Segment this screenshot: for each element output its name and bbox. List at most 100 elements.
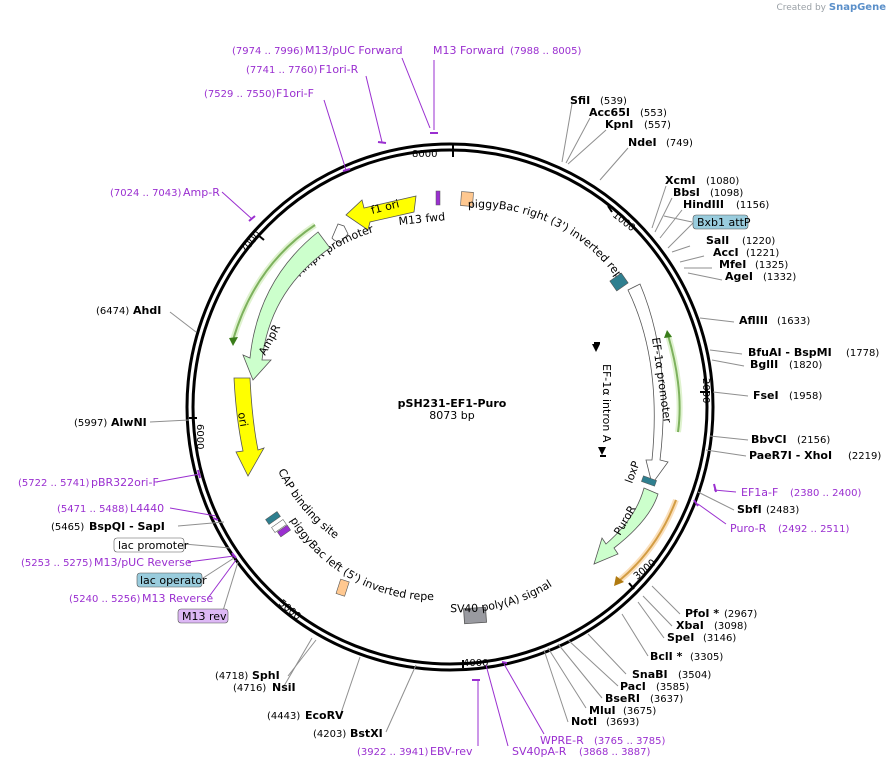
enzyme-bstxi: BstXI (350, 727, 383, 740)
enzyme-bseri: BseRI (605, 692, 640, 705)
enzyme-pfoi: PfoI * (685, 607, 719, 620)
svg-text:(2967): (2967) (724, 609, 757, 620)
primer-l4440: L4440 (130, 502, 164, 515)
pb-right-feature[interactable] (460, 191, 474, 207)
svg-text:(1332): (1332) (763, 272, 796, 283)
pb-left-feature[interactable] (335, 578, 350, 597)
svg-text:(2156): (2156) (797, 435, 830, 446)
svg-text:(4203): (4203) (313, 729, 346, 740)
svg-text:(1098): (1098) (710, 188, 743, 199)
tick-8000: 8000 (412, 149, 437, 160)
primer-puro-r: Puro-R (730, 522, 767, 535)
enzyme-ndei: NdeI (628, 136, 657, 149)
tick-5000: 5000 (276, 598, 303, 623)
ef1a-promoter-feature[interactable] (627, 283, 669, 485)
enzyme-sphi: SphI (252, 669, 280, 682)
primer-m13-puc-reverse: M13/pUC Reverse (94, 556, 192, 569)
f1-ori-feature[interactable] (345, 195, 417, 231)
svg-text:(5997): (5997) (74, 418, 107, 429)
svg-text:(3922 .. 3941): (3922 .. 3941) (357, 747, 429, 758)
svg-text:(3585): (3585) (656, 682, 689, 693)
enzyme-bbvci: BbvCI (751, 433, 787, 446)
ef1a-intron-end-mark (598, 447, 606, 455)
svg-text:(2483): (2483) (766, 505, 799, 516)
svg-text:(1958): (1958) (789, 391, 822, 402)
enzyme-paer7i-xhoi: PaeR7I - XhoI (749, 449, 832, 462)
plasmid-name: pSH231-EF1-Puro (398, 397, 507, 410)
primer-labels: (7974 .. 7996) M13/pUC Forward M13 Forwa… (18, 44, 862, 758)
svg-text:(2492 .. 2511): (2492 .. 2511) (778, 524, 850, 535)
ori-label: ori (235, 411, 250, 427)
svg-text:(1325): (1325) (755, 260, 788, 271)
enzyme-noti: NotI (571, 715, 597, 728)
primer-wpre-r: WPRE-R (540, 734, 584, 747)
svg-text:(5471 .. 5488): (5471 .. 5488) (57, 504, 129, 515)
ef1a-intron-start-mark (592, 344, 600, 352)
svg-text:(749): (749) (666, 138, 693, 149)
svg-text:(1156): (1156) (736, 200, 769, 211)
enzyme-afliii: AflIII (739, 314, 768, 327)
puror-feature[interactable] (593, 487, 659, 565)
enzyme-xbai: XbaI (676, 619, 704, 632)
ampr-promoter-feature[interactable] (331, 223, 349, 244)
svg-text:(2219): (2219) (848, 451, 881, 462)
enzyme-mfei: MfeI (719, 258, 746, 271)
backbone-inner (191, 148, 709, 666)
loxp-label: loxP (623, 459, 643, 485)
ampr-feature[interactable] (242, 231, 331, 381)
svg-text:(5722 .. 5741): (5722 .. 5741) (18, 478, 90, 489)
tick-1000: 1000 (610, 210, 637, 234)
svg-text:(553): (553) (640, 108, 667, 119)
svg-text:(1220): (1220) (742, 236, 775, 247)
lac-promoter-label: lac promoter (118, 539, 189, 552)
enzyme-bspqi-sapi: BspQI - SapI (89, 520, 165, 533)
enzyme-snabi: SnaBI (632, 668, 668, 681)
enzyme-ahdi: AhdI (133, 304, 161, 317)
ef1a-intron-label: EF-1α intron A (600, 364, 613, 443)
ori-feature[interactable] (233, 377, 265, 477)
enzyme-sbfi: SbfI (737, 503, 762, 516)
sv40-feature[interactable] (463, 606, 487, 625)
svg-text:(1080): (1080) (706, 176, 739, 187)
svg-text:(7741 .. 7760): (7741 .. 7760) (246, 65, 318, 76)
lac-region (265, 511, 291, 538)
primer-m13-forward: M13 Forward (433, 44, 504, 57)
lac-operator-label: lac operator (140, 574, 207, 587)
svg-text:(4443): (4443) (267, 711, 300, 722)
primer-amp-r: Amp-R (183, 186, 220, 199)
svg-text:(1221): (1221) (746, 248, 779, 259)
snapgene-logo: SnapGene (828, 2, 886, 13)
primer-ef1a-f: EF1a-F (741, 486, 778, 499)
loxp-feature[interactable] (641, 475, 657, 487)
enzyme-spei: SpeI (667, 631, 694, 644)
primer-m13-reverse: M13 Reverse (142, 592, 213, 605)
enzyme-sfii: SfiI (570, 94, 590, 107)
tick-2000: 2000 (700, 378, 711, 403)
bxb1-attp-feature[interactable] (609, 272, 629, 292)
tick-6000: 6000 (194, 424, 205, 449)
svg-text:(1778): (1778) (846, 348, 879, 359)
svg-text:(7529 .. 7550): (7529 .. 7550) (204, 89, 276, 100)
enzyme-nsii: NsiI (272, 681, 296, 694)
primer-m13-puc-forward: M13/pUC Forward (305, 44, 403, 57)
enzyme-agei: AgeI (725, 270, 753, 283)
enzyme-ecorv: EcoRV (305, 709, 344, 722)
primer-sv40pa-r: SV40pA-R (512, 745, 567, 758)
svg-text:(7974 .. 7996): (7974 .. 7996) (232, 46, 304, 57)
svg-text:(557): (557) (644, 120, 671, 131)
primer-ebv-rev: EBV-rev (430, 745, 473, 758)
m13-fwd-feature[interactable] (435, 190, 441, 206)
enzyme-fsei: FseI (753, 389, 779, 402)
enzyme-sali: SalI (706, 234, 729, 247)
enzyme-alwni: AlwNI (111, 416, 147, 429)
primer-pbr322ori-f: pBR322ori-F (91, 476, 159, 489)
enzyme-bbsi: BbsI (673, 186, 700, 199)
enzyme-acc65i: Acc65I (589, 106, 630, 119)
primer-leaders (155, 57, 737, 747)
backbone-outer (185, 142, 715, 672)
svg-text:(1633): (1633) (777, 316, 810, 327)
tick-7000: 7000 (239, 229, 264, 256)
svg-text:(3305): (3305) (690, 652, 723, 663)
svg-text:(5240 .. 5256): (5240 .. 5256) (69, 594, 141, 605)
